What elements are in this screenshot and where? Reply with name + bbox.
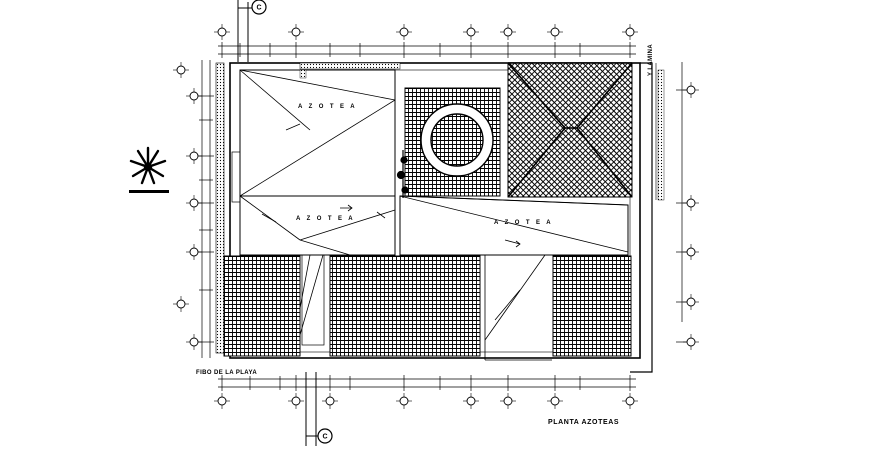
section-marker-top: C	[251, 0, 267, 15]
building-outline	[215, 62, 657, 373]
tiled-roofs	[223, 62, 633, 357]
drain-lines	[294, 254, 552, 361]
section-marker-bottom: C	[317, 428, 333, 444]
grid-axis-markers	[173, 24, 699, 409]
roof-labels: A Z O T E A A Z O T E A A Z O T E A	[296, 104, 553, 226]
grid-bubble-bottom	[463, 393, 479, 409]
hip-roof-ridges	[507, 62, 633, 198]
grid-bubble-top	[396, 24, 412, 40]
grid-bubble-top	[288, 24, 304, 40]
grid-bubble-left	[186, 148, 202, 164]
grid-bubble-right	[683, 294, 699, 310]
grid-bubble-bottom	[322, 393, 338, 409]
dimension-lines	[201, 45, 683, 388]
roof-label-upper: A Z O T E A	[298, 104, 357, 110]
roof-edge-texture	[299, 69, 665, 201]
section-marker-top-label: C	[256, 5, 261, 12]
grid-bubble-top	[622, 24, 638, 40]
roof-label-middle: A Z O T E A	[296, 216, 355, 222]
grid-bubble-top	[500, 24, 516, 40]
grid-bubble-right	[683, 244, 699, 260]
grid-bubble-bottom	[500, 393, 516, 409]
grid-bubble-bottom	[396, 393, 412, 409]
grid-bubble-left	[173, 296, 189, 312]
grid-bubble-bottom	[547, 393, 563, 409]
grid-bubble-left	[186, 244, 202, 260]
section-cut-marks	[237, 0, 318, 446]
grid-bubble-right	[683, 195, 699, 211]
drawing-title: PLANTA AZOTEAS	[548, 419, 619, 426]
roof-label-right: A Z O T E A	[494, 220, 553, 226]
grid-bubble-bottom	[288, 393, 304, 409]
grid-bubble-left	[186, 334, 202, 350]
grid-bubble-left	[173, 62, 189, 78]
grid-bubble-bottom	[622, 393, 638, 409]
grid-bubble-top	[547, 24, 563, 40]
circular-skylight	[420, 103, 494, 177]
grid-bubble-top	[214, 24, 230, 40]
north-arrow-bar	[129, 190, 169, 193]
flat-roof-slopes	[231, 69, 629, 256]
grid-bubble-bottom	[214, 393, 230, 409]
grid-bubble-right	[683, 82, 699, 98]
grid-bubble-left	[186, 195, 202, 211]
north-side-label: Y LAMINA	[648, 44, 654, 76]
grid-bubble-right	[683, 334, 699, 350]
grid-bubble-left	[186, 88, 202, 104]
base-label: FIBO DE LA PLAYA	[196, 370, 257, 376]
section-marker-bottom-label: C	[322, 434, 327, 441]
north-arrow-icon	[129, 146, 167, 185]
grid-bubble-top	[463, 24, 479, 40]
plant-symbol	[396, 150, 409, 198]
